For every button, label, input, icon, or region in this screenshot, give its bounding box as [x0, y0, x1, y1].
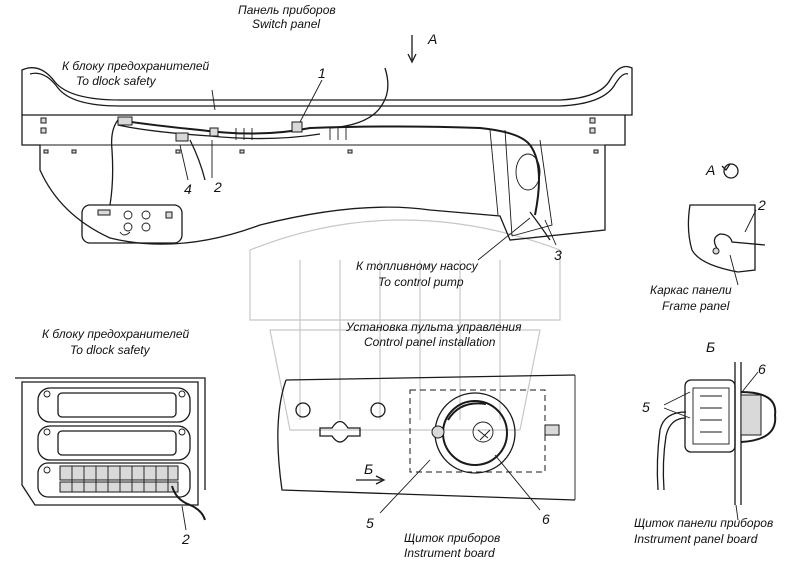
view-b-title: Б — [706, 339, 715, 355]
callout-4: 4 — [184, 181, 192, 197]
watermark — [249, 219, 561, 431]
control-install-label-ru: Установка пульта управления — [345, 320, 522, 334]
callout-5-side: 5 — [642, 399, 650, 415]
fuel-pump-label-ru: К топливному насосу — [356, 259, 479, 273]
frame-panel-label-ru: Каркас панели — [650, 283, 732, 297]
callout-2-fuse: 2 — [181, 531, 190, 547]
switch-panel-view — [21, 35, 633, 261]
instrument-board-view — [277, 374, 576, 514]
callout-3: 3 — [554, 247, 562, 263]
fuse-block-label-ru-left: К блоку предохранителей — [42, 327, 190, 341]
callout-6-board: 6 — [542, 511, 550, 527]
fuel-pump-label-en: To control pump — [378, 275, 464, 289]
fuse-block-label-en-left: To dlock safety — [70, 343, 151, 357]
view-a-detail — [687, 163, 766, 286]
switch-panel-title-ru: Панель приборов — [238, 3, 336, 17]
view-a-detail-label: A — [705, 162, 715, 178]
frame-panel-label-en: Frame panel — [662, 299, 730, 313]
view-b-arrow-label: Б — [364, 461, 373, 477]
instrument-panel-side-view — [656, 362, 777, 521]
fuse-block-view — [15, 377, 206, 531]
instrument-panel-board-label-en: Instrument panel board — [634, 532, 758, 546]
view-a-label: A — [427, 31, 437, 47]
instrument-board-label-en: Instrument board — [404, 546, 495, 560]
callout-2-frame: 2 — [757, 197, 766, 213]
callout-2-top: 2 — [213, 179, 222, 195]
callout-1: 1 — [318, 65, 326, 81]
fuse-block-label-en-top: To dlock safety — [76, 74, 157, 88]
callout-6-side: 6 — [758, 361, 766, 377]
instrument-panel-board-label-ru: Щиток панели приборов — [634, 516, 773, 530]
fuse-block-label-ru-top: К блоку предохранителей — [62, 59, 210, 73]
callout-5-board: 5 — [366, 515, 374, 531]
switch-panel-title-en: Switch panel — [252, 17, 320, 31]
instrument-board-label-ru: Щиток приборов — [404, 531, 500, 545]
control-install-label-en: Control panel installation — [364, 335, 496, 349]
